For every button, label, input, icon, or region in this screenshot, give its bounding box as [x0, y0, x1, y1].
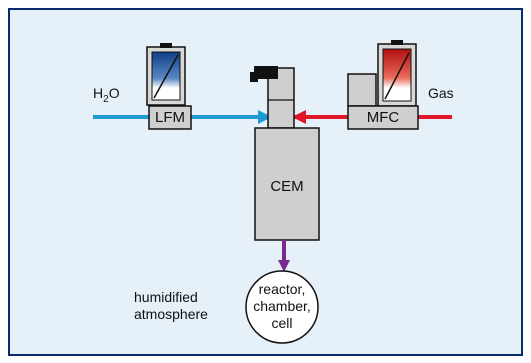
cem-valve-icon — [250, 66, 295, 129]
lfm-label: LFM — [155, 109, 185, 126]
target-label: reactor, chamber, cell — [253, 281, 311, 331]
atmosphere-label: humidified atmosphere — [134, 289, 208, 322]
cem-label: CEM — [270, 178, 304, 195]
gas-label: Gas — [428, 85, 454, 101]
lfm-box — [148, 105, 192, 130]
lfm-meter-icon — [146, 43, 186, 106]
mfc-meter-icon — [377, 40, 417, 107]
output-arrow — [278, 260, 290, 272]
h2o-label: H2O — [93, 85, 120, 105]
cem-box — [254, 127, 320, 241]
mfc-box — [347, 105, 419, 130]
target-circle — [245, 270, 319, 344]
mfc-valve — [347, 73, 377, 107]
gas-arrow — [292, 110, 306, 124]
water-arrow — [258, 110, 272, 124]
mfc-label: MFC — [366, 109, 400, 126]
